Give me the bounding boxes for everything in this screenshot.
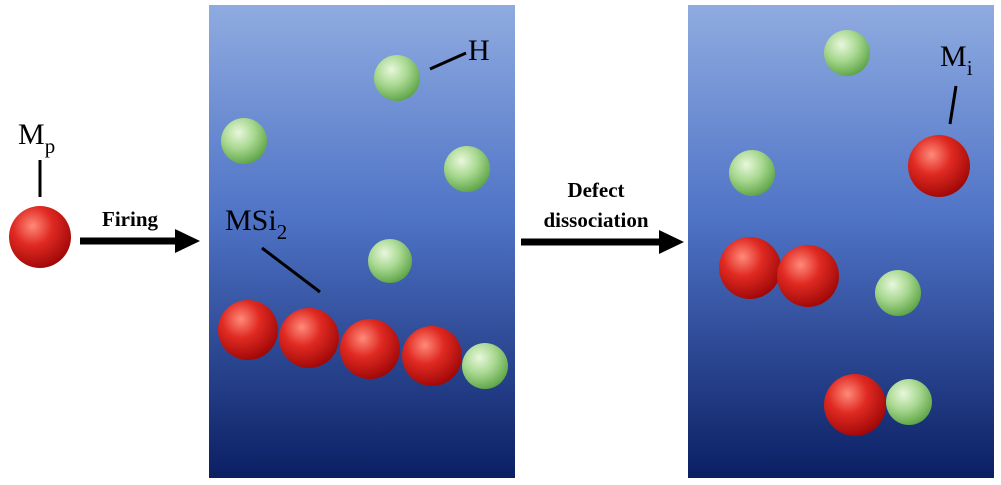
firing-arrow-label: Firing — [102, 207, 158, 231]
hydrogen-atom — [444, 146, 490, 192]
hydrogen-atom — [824, 30, 870, 76]
mi-pointer-line — [948, 85, 958, 125]
mi-label: Mi — [940, 40, 973, 80]
hydrogen-atom — [462, 343, 508, 389]
hydrogen-atom — [886, 379, 932, 425]
hydrogen-atom — [221, 118, 267, 164]
metal-atom-mi — [908, 135, 970, 197]
metal-atom — [777, 245, 839, 307]
metal-atom — [824, 374, 886, 436]
msi2-pointer-line — [261, 246, 321, 294]
defect-arrow-head — [659, 230, 684, 254]
h-label: H — [468, 34, 490, 67]
hydrogen-atom — [875, 270, 921, 316]
metal-atom-msi2 — [218, 300, 278, 360]
metal-atom — [719, 237, 781, 299]
firing-arrow-head — [175, 229, 200, 253]
msi2-label: MSi2 — [225, 204, 287, 244]
metal-atom-mp — [9, 206, 71, 268]
mp-label: Mp — [18, 118, 55, 158]
metal-atom-msi2 — [402, 326, 462, 386]
hydrogen-atom — [729, 150, 775, 196]
hydrogen-atom — [368, 239, 412, 283]
h-pointer-line — [429, 51, 467, 71]
hydrogen-atom — [374, 55, 420, 101]
panel-after-firing — [209, 5, 515, 478]
defect-arrow-label-line1: Defect — [567, 178, 624, 202]
metal-atom-msi2 — [279, 308, 339, 368]
metal-atom-msi2 — [340, 319, 400, 379]
defect-arrow-label-line2: dissociation — [543, 208, 648, 232]
